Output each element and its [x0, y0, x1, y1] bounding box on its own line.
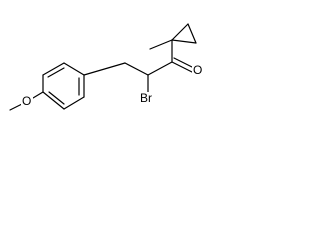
- bond-cp-3: [171, 39, 197, 44]
- bond-ring-2: [42, 62, 65, 76]
- carbonyl-oxygen-label: O: [193, 63, 202, 77]
- bond-ring-3: [63, 62, 85, 76]
- methoxy-oxygen-label: O: [22, 94, 31, 108]
- bonds: [9, 23, 197, 111]
- atom-labels: O Br O: [21, 63, 204, 108]
- bond-o-ring: [32, 91, 44, 99]
- bond-cp-2: [187, 23, 197, 44]
- bond-cp-methyl: [149, 39, 173, 50]
- bond-ring-double-1: [47, 67, 65, 78]
- bond-methyl-o: [9, 103, 23, 111]
- bond-ring-double-3: [48, 91, 65, 105]
- chemical-structure: O Br O: [9, 23, 204, 111]
- bond-chbr-co: [147, 61, 173, 76]
- bond-cp-1: [171, 23, 189, 41]
- bond-ring-5: [63, 96, 85, 110]
- bond-co-1: [171, 61, 193, 73]
- bromine-label: Br: [140, 91, 152, 105]
- bond-ring-ch2: [83, 62, 126, 76]
- bond-ch2-chbr: [124, 62, 149, 76]
- bond-ring-6: [42, 91, 65, 110]
- bond-co-2: [173, 57, 195, 69]
